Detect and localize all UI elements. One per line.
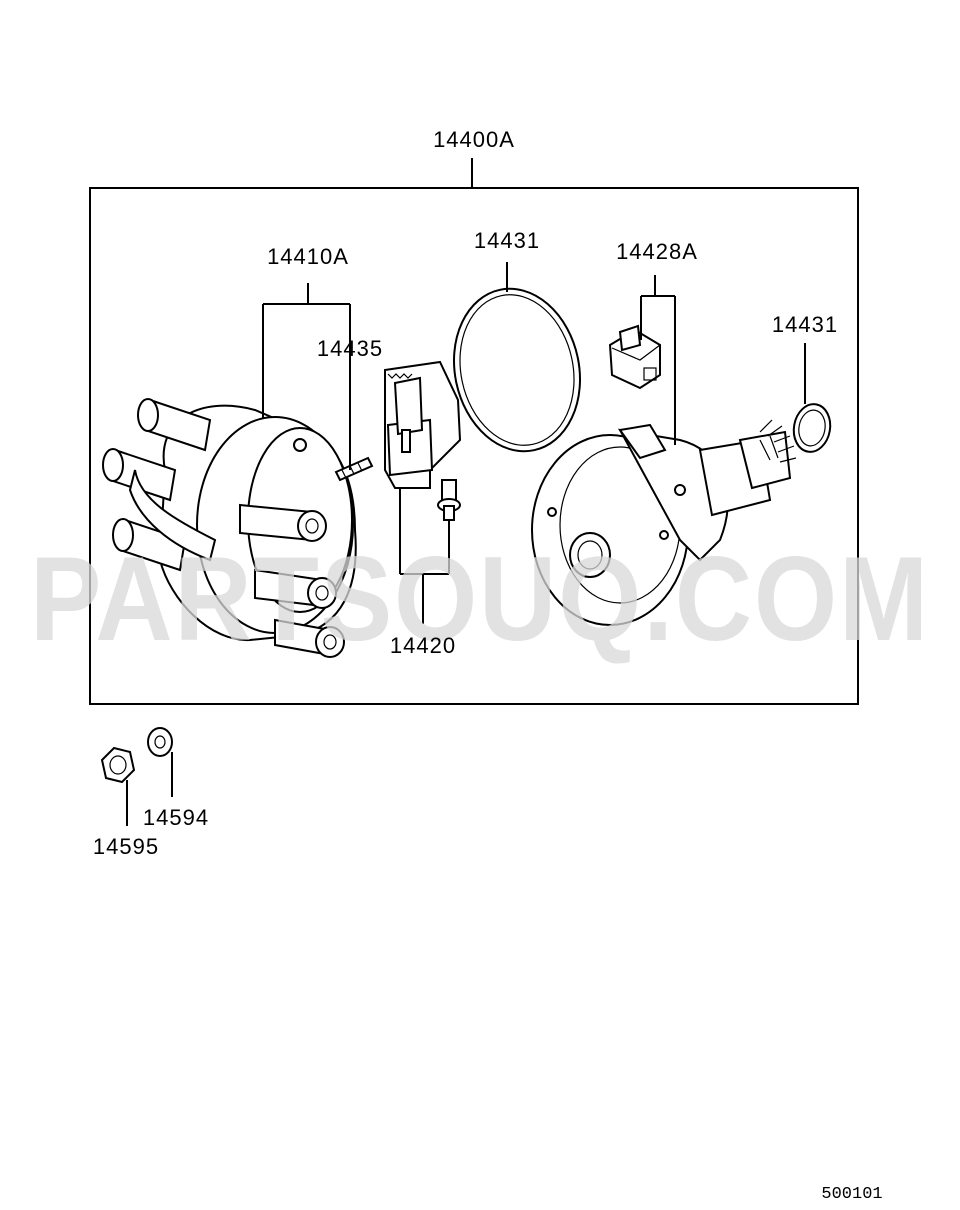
rotor-screw[interactable] [437,479,461,521]
label-nut[interactable]: 14595 [93,834,159,859]
label-rotor[interactable]: 14420 [390,633,456,658]
assembly-frame [89,158,859,705]
igniter[interactable] [608,324,661,390]
label-small-o-ring[interactable]: 14431 [772,312,838,337]
rotor[interactable] [384,360,462,489]
small-o-ring[interactable] [790,401,834,455]
label-large-o-ring[interactable]: 14431 [474,228,540,253]
large-o-ring[interactable] [439,277,594,463]
label-assembly[interactable]: 14400A [433,127,515,152]
drive-gear [759,419,797,463]
label-igniter[interactable]: 14428A [616,239,698,264]
washer[interactable] [147,727,173,757]
leader-lines [126,262,806,826]
diagram-code: 500101 [821,1185,882,1204]
label-washer[interactable]: 14594 [143,805,209,830]
watermark: PARTSOUQ.COM [30,532,930,666]
label-cap[interactable]: 14410A [267,244,349,269]
distributor-housing[interactable] [531,419,797,626]
cap-towers [102,398,345,658]
cap-screw[interactable] [334,456,374,482]
label-cap-screw[interactable]: 14435 [317,336,383,361]
nut[interactable] [100,746,136,784]
distributor-cap[interactable] [102,398,357,658]
